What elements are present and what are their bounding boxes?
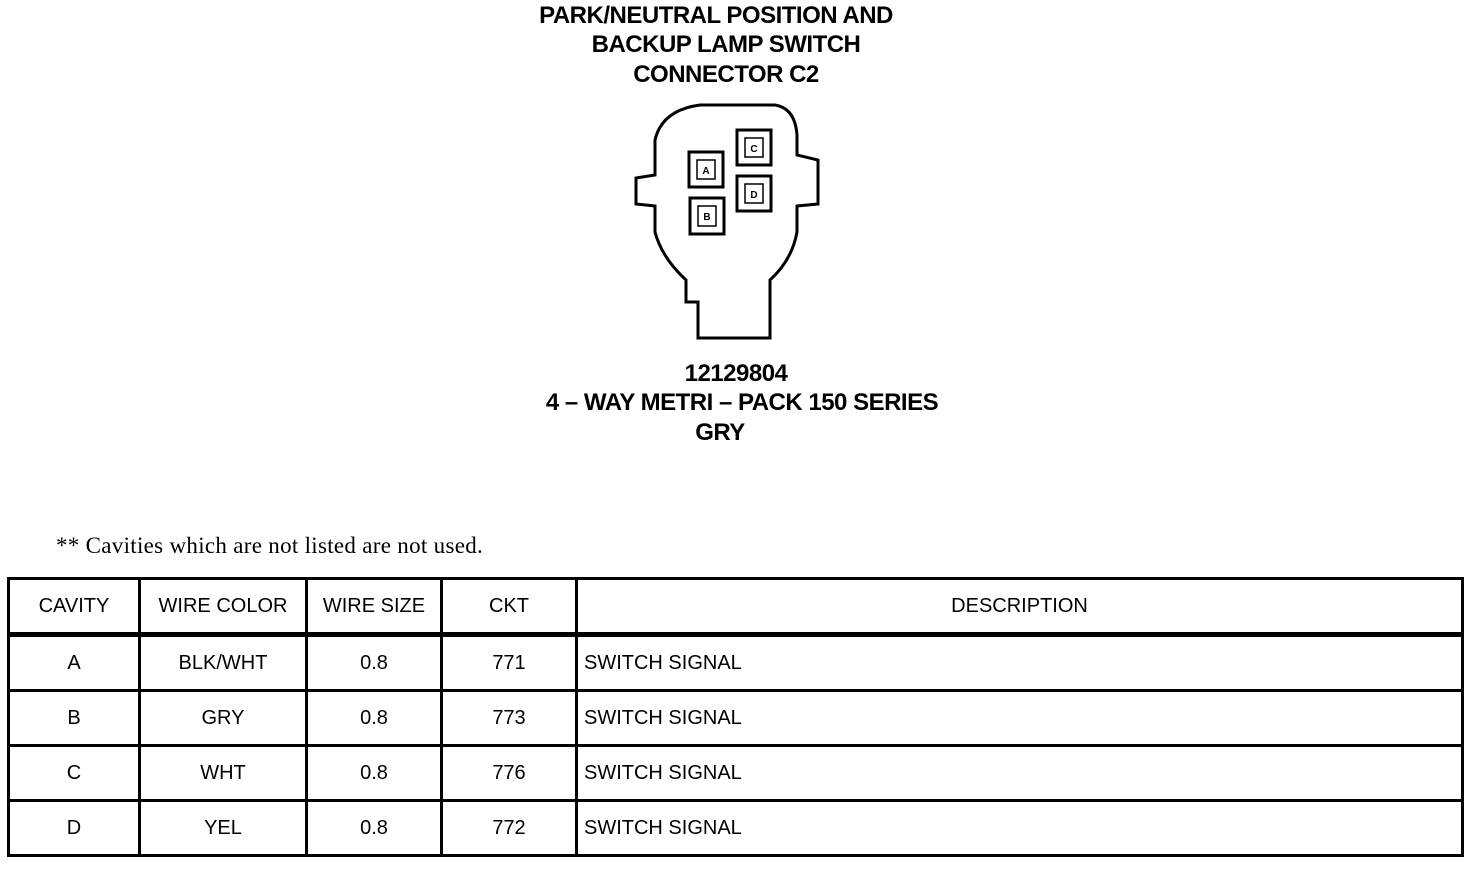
header-wire-size: WIRE SIZE: [305, 577, 443, 637]
cell-wire-size: 0.8: [305, 799, 443, 857]
cell-ckt: 771: [440, 633, 578, 692]
part-number: 12129804: [684, 360, 788, 387]
cell-wire-size: 0.8: [305, 633, 443, 692]
cell-cavity: B: [7, 689, 141, 747]
header-ckt: CKT: [440, 577, 578, 637]
cavity-label-D: D: [750, 190, 757, 201]
cavity-A: A: [687, 150, 725, 189]
cavity-label-B: B: [703, 212, 710, 223]
cell-description: SWITCH SIGNAL: [575, 633, 1464, 692]
cavity-B: B: [688, 196, 726, 236]
cell-cavity: A: [7, 633, 141, 692]
diagram-title-line-3: CONNECTOR C2: [633, 61, 819, 88]
cell-wire-color: GRY: [138, 689, 308, 747]
cell-description: SWITCH SIGNAL: [575, 744, 1464, 802]
table-row: D YEL 0.8 772 SWITCH SIGNAL: [7, 799, 1464, 857]
table-header-row: CAVITY WIRE COLOR WIRE SIZE CKT DESCRIPT…: [7, 577, 1464, 637]
cell-ckt: 776: [440, 744, 578, 802]
unused-cavities-note: ** Cavities which are not listed are not…: [56, 533, 484, 558]
table-row: C WHT 0.8 776 SWITCH SIGNAL: [7, 744, 1464, 802]
cavity-C: C: [735, 128, 773, 167]
cavity-D: D: [735, 174, 773, 213]
cavity-table: CAVITY WIRE COLOR WIRE SIZE CKT DESCRIPT…: [7, 577, 1464, 857]
cell-wire-size: 0.8: [305, 744, 443, 802]
cell-description: SWITCH SIGNAL: [575, 799, 1464, 857]
cell-cavity: D: [7, 799, 141, 857]
part-type: 4 – WAY METRI – PACK 150 SERIES: [545, 389, 939, 416]
cavity-label-A: A: [702, 166, 709, 177]
header-cavity: CAVITY: [7, 577, 141, 637]
table-row: B GRY 0.8 773 SWITCH SIGNAL: [7, 689, 1464, 747]
cell-wire-size: 0.8: [305, 689, 443, 747]
connector-face-drawing: A B C D: [634, 103, 820, 340]
cell-description: SWITCH SIGNAL: [575, 689, 1464, 747]
cell-ckt: 773: [440, 689, 578, 747]
cell-ckt: 772: [440, 799, 578, 857]
part-color: GRY: [695, 419, 745, 446]
header-wire-color: WIRE COLOR: [138, 577, 308, 637]
cell-wire-color: BLK/WHT: [138, 633, 308, 692]
cell-wire-color: WHT: [138, 744, 308, 802]
table-row: A BLK/WHT 0.8 771 SWITCH SIGNAL: [7, 633, 1464, 692]
connector-outline: [634, 103, 820, 340]
diagram-title-line-1: PARK/NEUTRAL POSITION AND: [539, 2, 893, 29]
cell-cavity: C: [7, 744, 141, 802]
header-description: DESCRIPTION: [575, 577, 1464, 637]
diagram-title-line-2: BACKUP LAMP SWITCH: [591, 31, 861, 58]
cell-wire-color: YEL: [138, 799, 308, 857]
cavity-label-C: C: [750, 144, 757, 155]
